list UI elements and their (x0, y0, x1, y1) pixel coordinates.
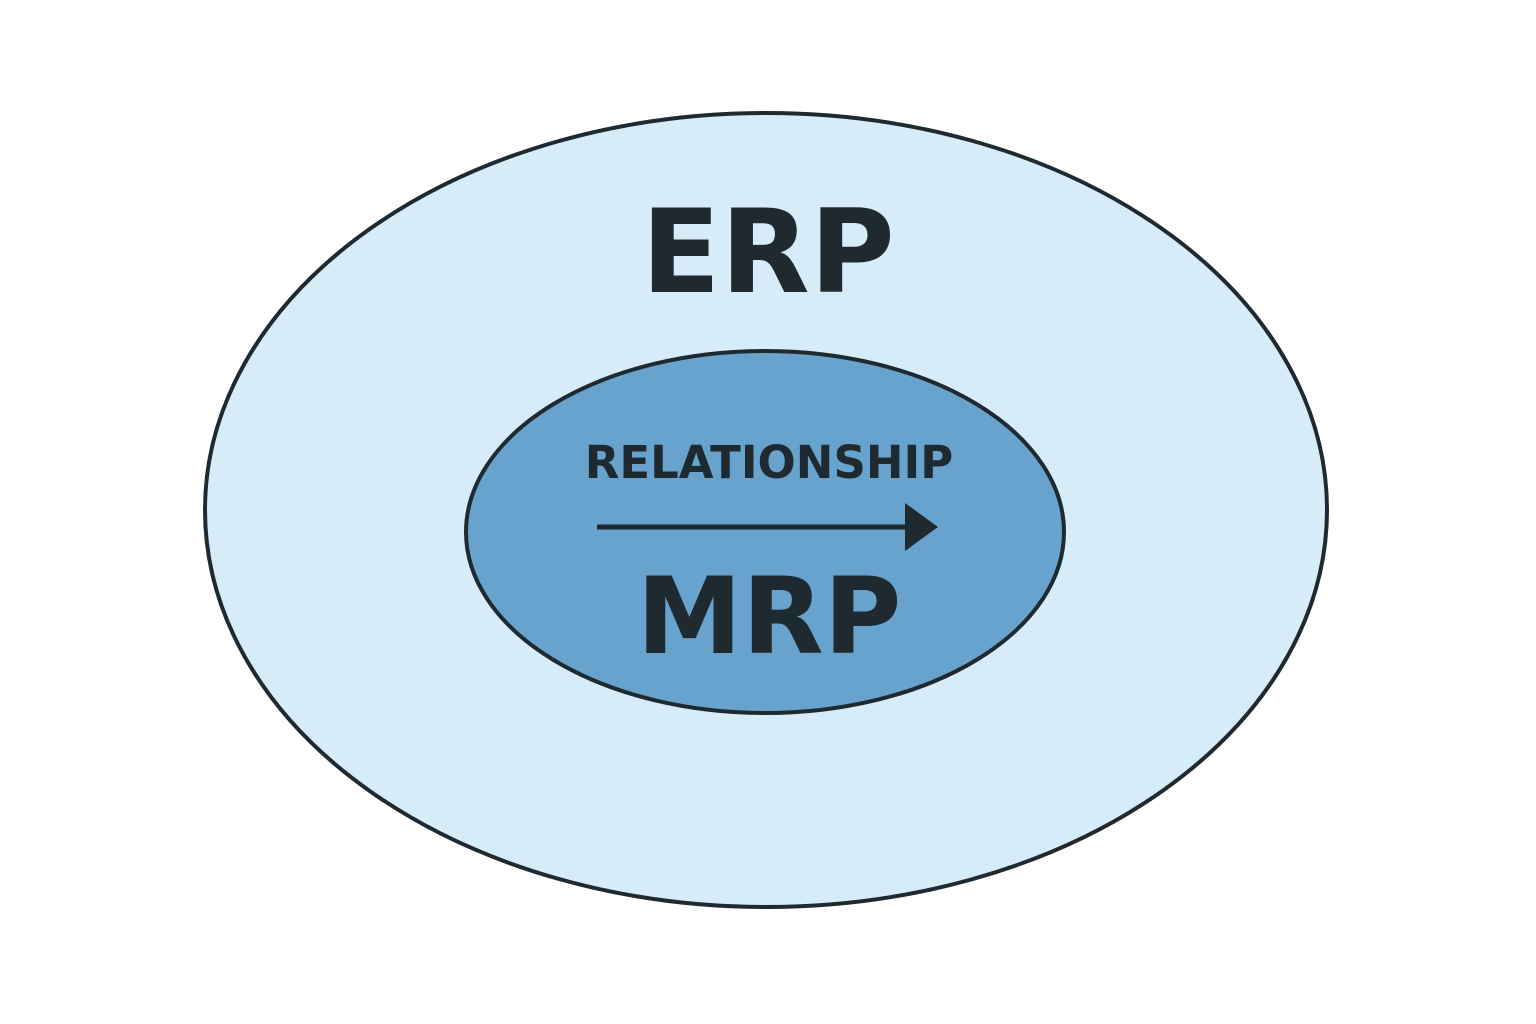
relationship-label: RELATIONSHIP (585, 436, 954, 489)
mrp-inner-ellipse (464, 349, 1066, 715)
erp-label: ERP (641, 185, 895, 320)
right-arrow-icon (597, 503, 938, 551)
mrp-label: MRP (637, 555, 902, 678)
